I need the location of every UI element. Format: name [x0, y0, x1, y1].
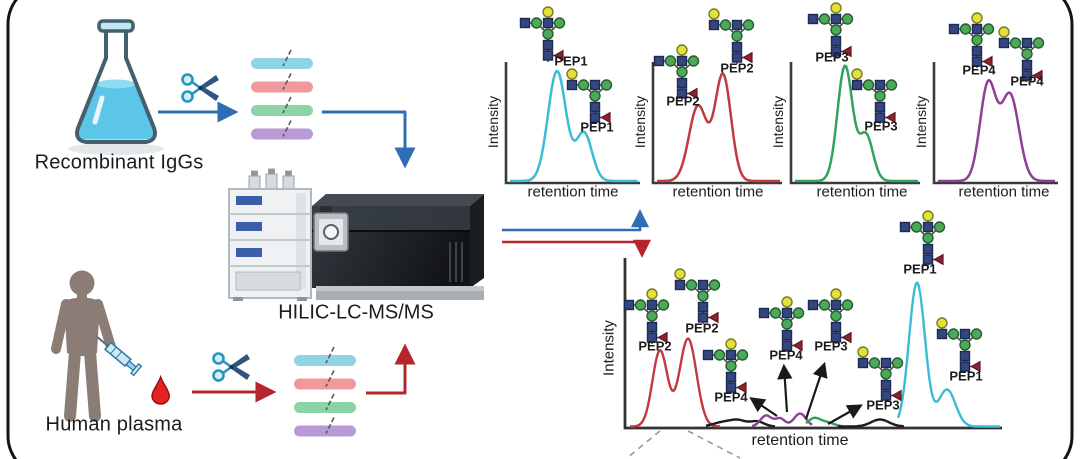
peak-annotation-arrow: [777, 363, 793, 413]
peptide-strip: [294, 402, 356, 413]
figure-border: [6, 0, 1074, 459]
blood-drop-icon: [151, 374, 170, 405]
peptide-strip: [294, 355, 356, 366]
peak-label-pep4-a: PEP4: [962, 62, 996, 78]
peak-annotation-arrow: [749, 397, 778, 417]
combined-trace-PEP2: [629, 337, 720, 428]
combined-glycan-pep1: [899, 210, 946, 266]
combined-glycan-pep3: [807, 288, 854, 344]
combined-glycan-pep4: [702, 338, 749, 394]
zoom-guide-dashes: [626, 430, 741, 459]
flow-arrows: [158, 101, 652, 403]
combined-label-pep2-b: PEP2: [685, 320, 719, 336]
peak-annotation-arrow: [827, 404, 863, 425]
recombinant-iggs-label: Recombinant IgGs: [34, 151, 204, 174]
combined-y-axis-label: Intensity: [600, 320, 618, 376]
glycan-pep2-a: [653, 44, 700, 100]
peptide-strip: [251, 105, 313, 116]
peak-label-pep3-a: PEP3: [815, 49, 849, 65]
generated-plots: [504, 2, 1058, 430]
peak-annotation-arrow: [804, 361, 828, 420]
combined-label-pep3-a: PEP3: [814, 338, 848, 354]
peak-label-pep1-b: PEP1: [580, 119, 614, 135]
chromatogram2-x-axis-label: retention time: [672, 183, 764, 201]
scissors-icon: [212, 352, 250, 382]
peak-label-pep2-a: PEP2: [666, 93, 700, 109]
instrument-label: HILIC-LC-MS/MS: [278, 301, 434, 324]
glycan-pep3-b: [851, 68, 898, 124]
chromatogram1-y-axis-label: Intensity: [485, 95, 501, 149]
chromatogram2-y-axis-label: Intensity: [632, 95, 648, 149]
peptide-strip: [251, 58, 313, 69]
peptide-strip: [294, 425, 356, 437]
combined-label-pep1-b: PEP1: [949, 368, 983, 384]
combined-glycan-pep4: [758, 296, 805, 352]
peak-label-pep2-b: PEP2: [720, 60, 754, 76]
arrow-ms-to-combined-chromatogram: [502, 239, 652, 258]
combined-label-pep2-a: PEP2: [638, 338, 672, 354]
glycan-pep4-a: [948, 12, 995, 68]
human-plasma-label: Human plasma: [45, 413, 183, 436]
combined-label-pep3-b: PEP3: [866, 397, 900, 413]
chromatogram-axes: [789, 62, 920, 185]
glycan-pep1-a: [519, 6, 566, 62]
peptide-strip: [251, 81, 313, 93]
peak-label-pep1-a: PEP1: [554, 53, 588, 69]
combined-trace-PEP4: [751, 412, 813, 428]
arrow-digestion-to-instrument: [322, 110, 416, 169]
flask-icon: [68, 19, 164, 155]
digested-peptides-icon: [251, 49, 313, 140]
mass-spectrometer-icon: [312, 194, 484, 300]
arrow-ms-to-top-chromatograms: [502, 209, 650, 232]
syringe-icon: [96, 336, 143, 377]
hplc-instrument-icon: [228, 168, 312, 301]
peptide-strip: [251, 128, 313, 140]
combined-axes: [623, 258, 1002, 430]
glycan-pep3-a: [807, 2, 854, 58]
human-icon: [51, 270, 116, 422]
chromatogram-trace: [657, 72, 780, 183]
combined-label-pep4-b: PEP4: [769, 347, 803, 363]
combined-glycan-pep3: [857, 346, 904, 402]
digested-peptides-icon: [294, 346, 356, 437]
glycan-pep2-b: [708, 8, 755, 64]
chromatogram3-y-axis-label: Intensity: [770, 95, 786, 149]
combined-trace-unassigned-1: [705, 418, 776, 428]
chromatogram-trace: [510, 69, 638, 183]
arrow-plasma-digest-to-instrument: [366, 343, 416, 395]
chromatogram-axes: [932, 62, 1058, 185]
combined-trace-PEP3: [805, 416, 843, 428]
peak-label-pep3-b: PEP3: [864, 118, 898, 134]
peak-label-pep4-b: PEP4: [1010, 73, 1044, 89]
chromatogram-axes: [504, 62, 640, 185]
chromatogram4-x-axis-label: retention time: [958, 183, 1050, 201]
combined-glycan-pep1: [936, 317, 983, 373]
combined-label-pep1-a: PEP1: [903, 261, 937, 277]
combined-glycan-pep2: [623, 288, 670, 344]
chromatogram1-x-axis-label: retention time: [527, 183, 619, 201]
chromatogram3-x-axis-label: retention time: [816, 183, 908, 201]
scissors-icon: [181, 73, 219, 103]
chromatogram-trace: [795, 64, 918, 183]
combined-glycan-pep2: [674, 268, 721, 324]
chromatogram-axes: [651, 62, 782, 185]
peptide-strip: [294, 378, 356, 390]
glycan-pep1-b: [566, 68, 613, 124]
glycan-pep4-b: [998, 26, 1045, 82]
combined-label-pep4-a: PEP4: [714, 389, 748, 405]
combined-trace-PEP1: [896, 281, 1000, 428]
combined-trace-unassigned-2: [838, 418, 905, 428]
chromatogram4-y-axis-label: Intensity: [913, 95, 929, 149]
chromatogram-trace: [938, 78, 1055, 183]
combined-x-axis-label: retention time: [751, 432, 849, 449]
